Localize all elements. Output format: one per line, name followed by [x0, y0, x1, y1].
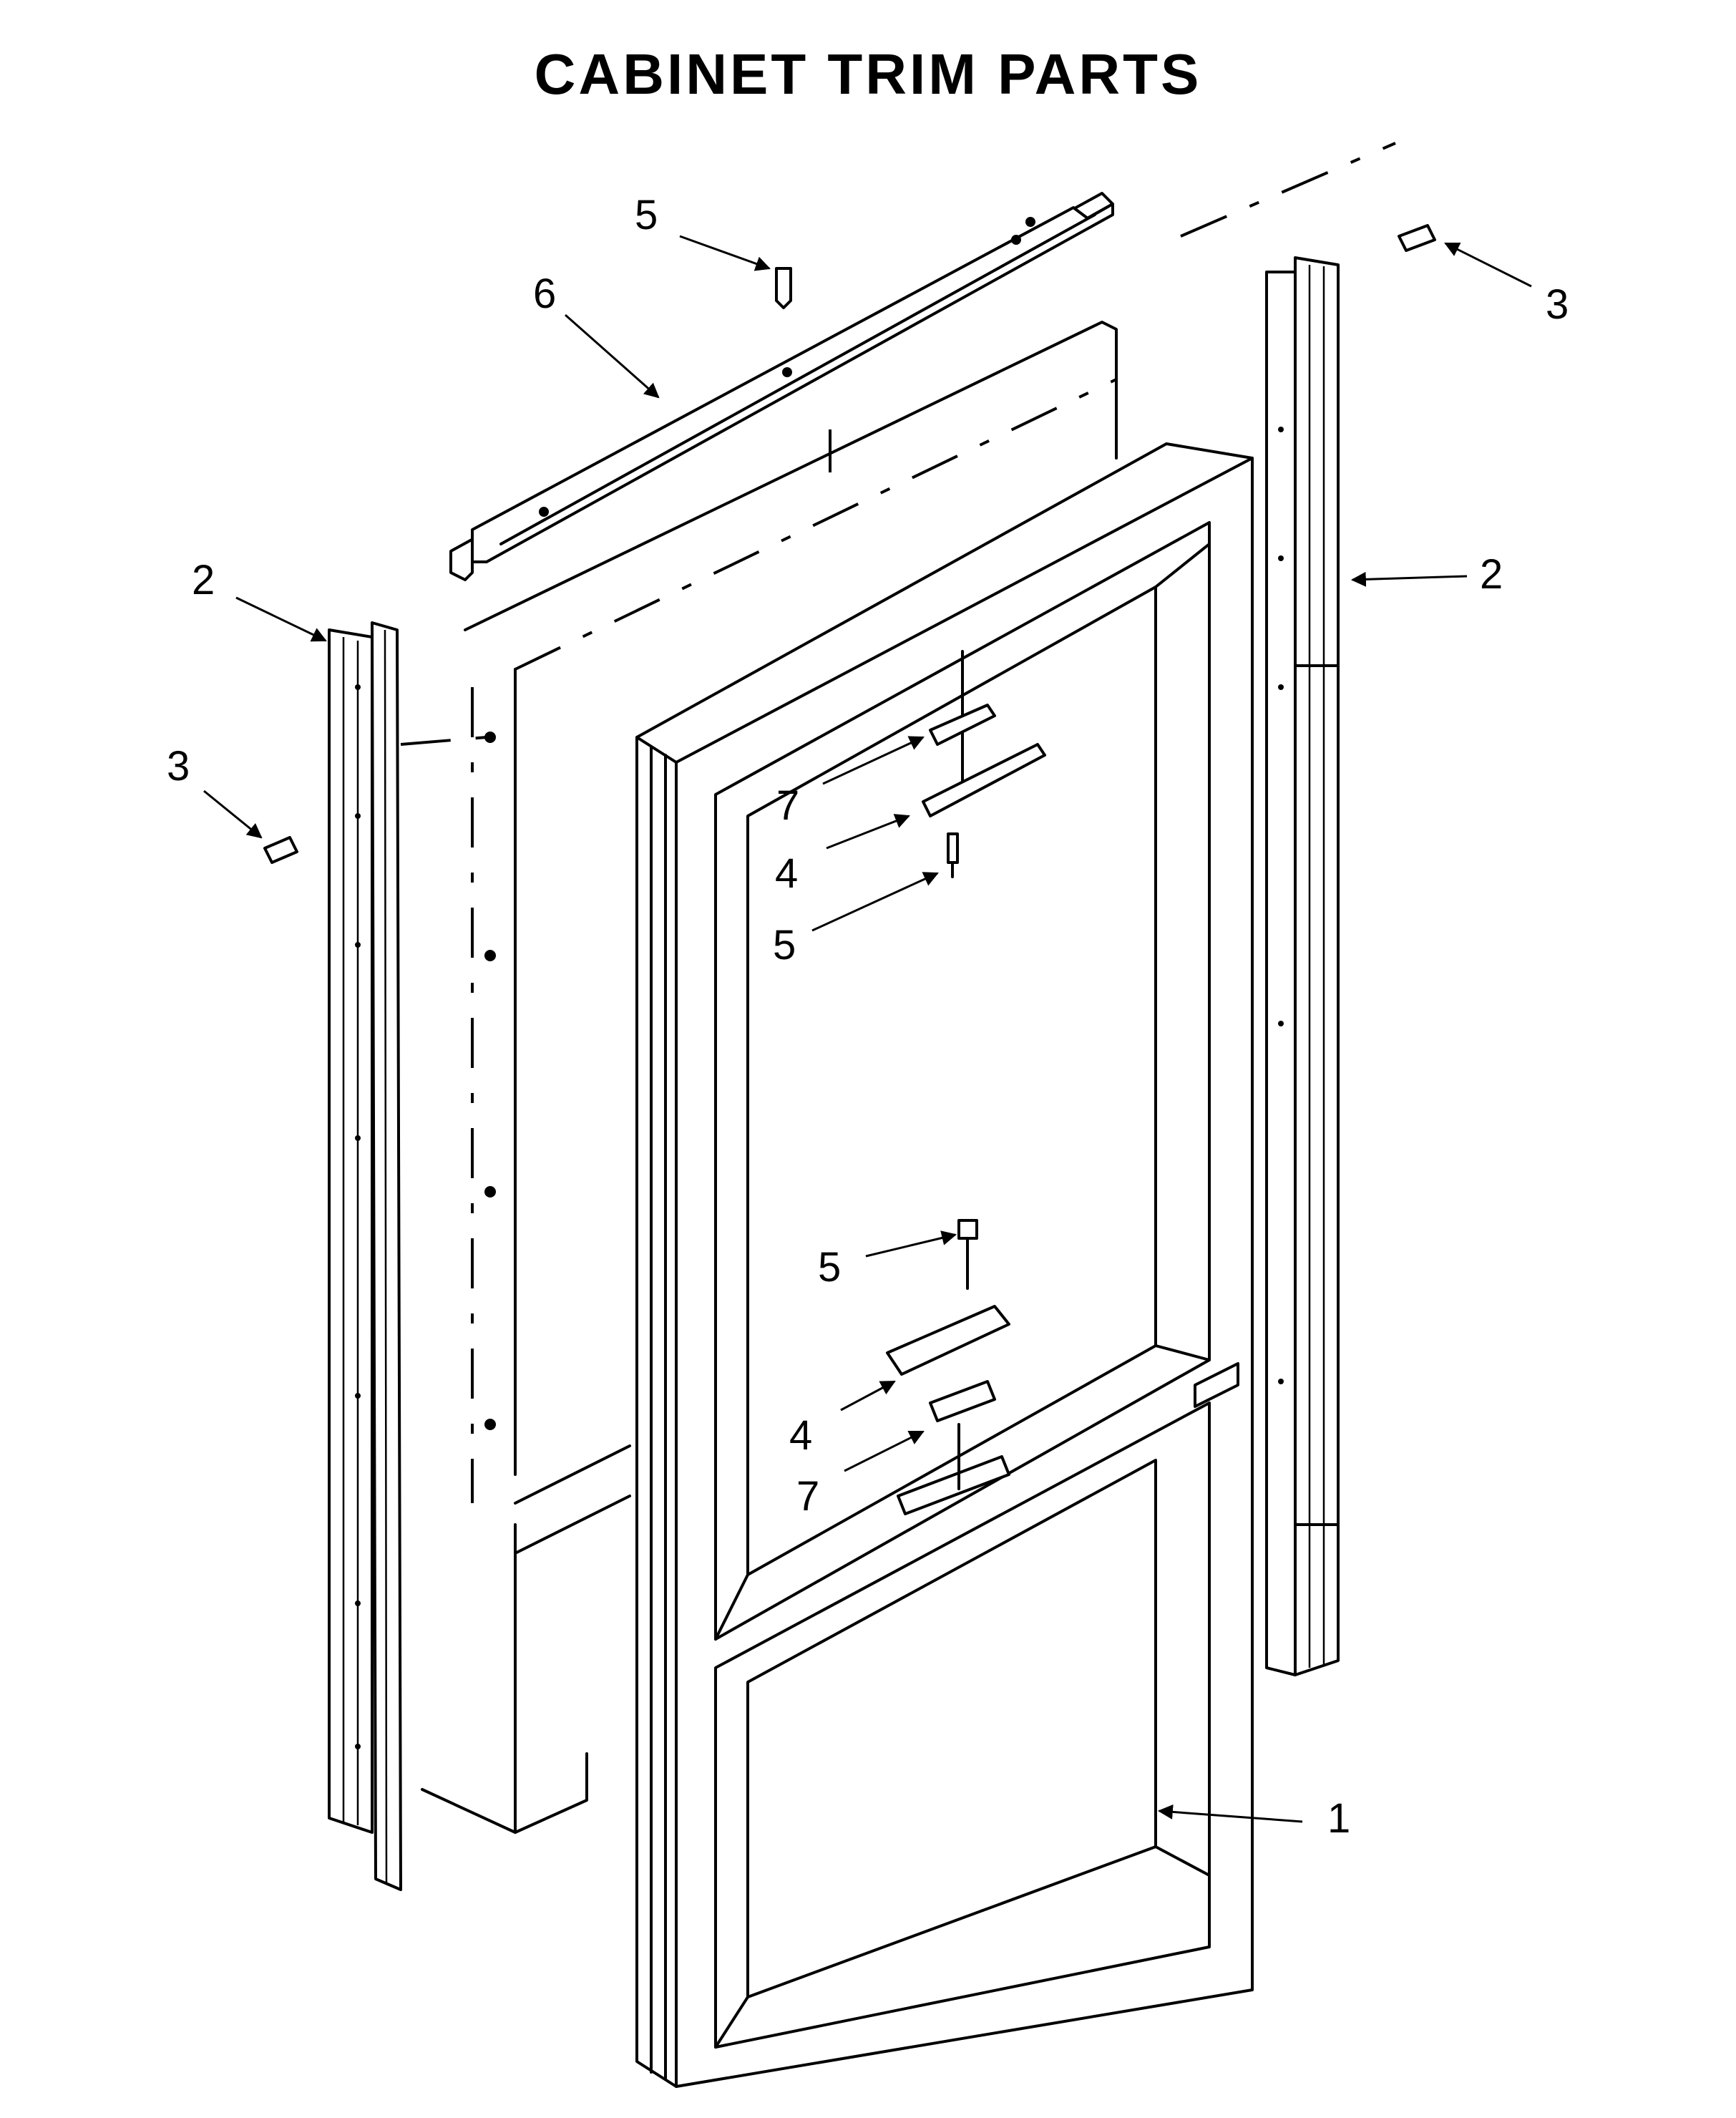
callout-2-left: 2 [192, 557, 215, 603]
callout-4-lower: 4 [789, 1412, 812, 1459]
left-side-trim [328, 621, 402, 1891]
front-trim-frame [635, 442, 1254, 2088]
callout-6: 6 [533, 271, 556, 317]
callout-pointers [203, 235, 1532, 1823]
top-trim-bracket [449, 192, 1114, 581]
screws [263, 224, 1436, 864]
callout-7-lower: 7 [796, 1473, 819, 1520]
callout-3-left: 3 [167, 743, 190, 790]
lower-latch-assembly [886, 1219, 1010, 1515]
screw-right [1398, 224, 1436, 252]
screw-alignment-lines [400, 142, 1396, 746]
callout-5-upper: 5 [773, 922, 796, 968]
callout-5-top: 5 [635, 192, 658, 238]
callout-7-upper: 7 [776, 782, 799, 829]
upper-hinge-assembly [922, 650, 1046, 878]
callout-5-lower: 5 [818, 1244, 841, 1291]
callout-3-right: 3 [1546, 281, 1569, 328]
screw-left [263, 836, 298, 864]
right-side-trim [1265, 256, 1340, 1676]
callout-2-right: 2 [1480, 551, 1503, 598]
diagram-title: CABINET TRIM PARTS [534, 42, 1202, 106]
screw-top [775, 267, 792, 309]
callout-4-upper: 4 [775, 850, 798, 897]
callout-1: 1 [1327, 1795, 1350, 1842]
callout-numbers: 1 2 2 3 3 4 4 5 5 5 6 7 7 [167, 192, 1569, 1842]
